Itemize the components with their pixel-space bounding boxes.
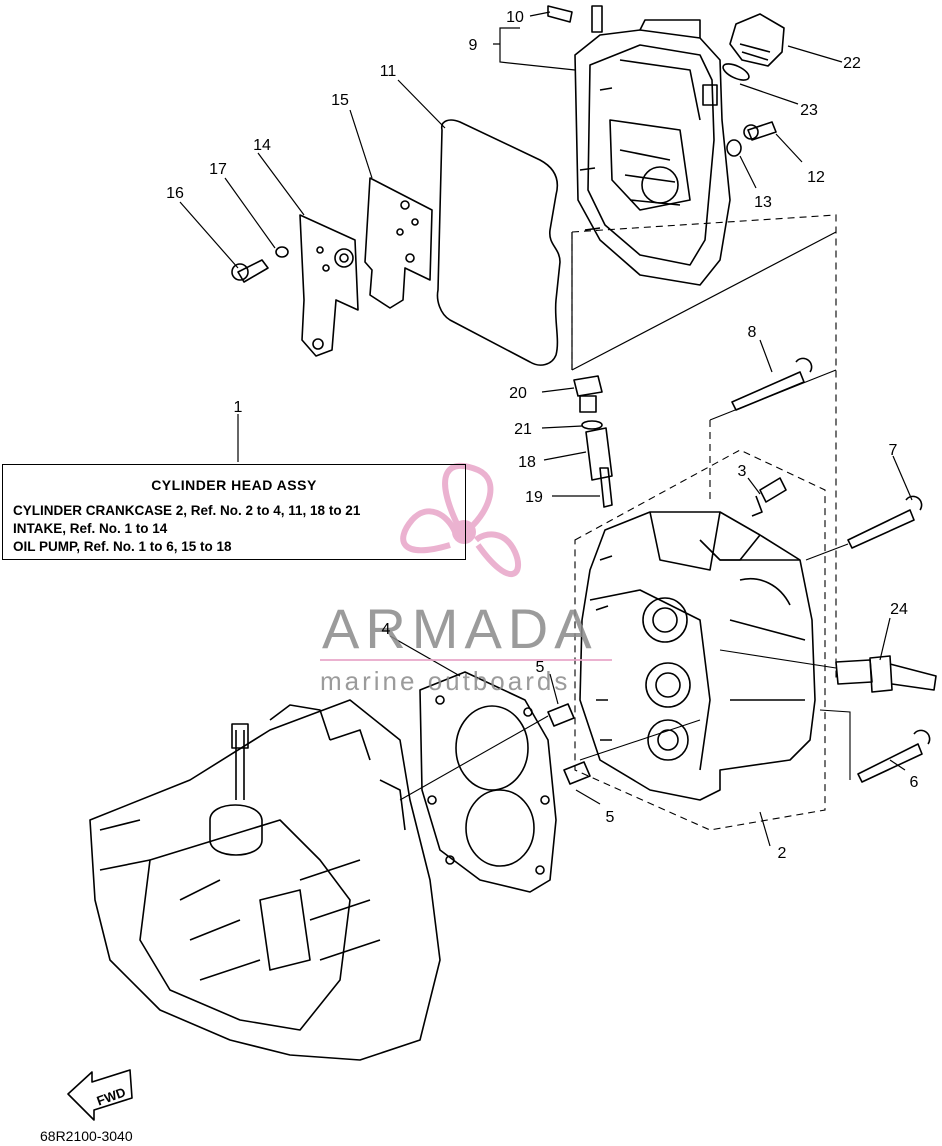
intake-cover-part — [574, 5, 731, 286]
crankcase-block-part — [89, 699, 441, 1061]
dashed-lines — [571, 214, 837, 831]
callout-13: 13 — [754, 194, 772, 211]
o-ring-23-part — [722, 63, 750, 81]
cylinder-head-part — [579, 511, 816, 801]
legend-line-intake: INTAKE, Ref. No. 1 to 14 — [13, 521, 168, 536]
callout-1: 1 — [234, 399, 243, 416]
callout-16: 16 — [166, 185, 184, 202]
watermark-tagline: marine outboards — [320, 666, 570, 696]
callout-3: 3 — [738, 463, 747, 480]
drawing-code: 68R2100-3040 — [40, 1128, 133, 1144]
watermark-brand: ARMADA — [322, 597, 598, 660]
callout-11: 11 — [380, 63, 397, 80]
callout-23: 23 — [800, 102, 818, 119]
bolt-7-part — [847, 495, 923, 549]
callout-15: 15 — [331, 92, 349, 109]
washer-13-part — [726, 139, 742, 157]
fwd-arrow-icon — [67, 1069, 133, 1121]
gasket-loop-part — [436, 119, 561, 366]
callout-5b: 5 — [606, 809, 615, 826]
callout-10: 10 — [506, 9, 524, 26]
dowel-5b-part — [563, 761, 591, 785]
armada-watermark: ARMADA marine outboards — [320, 462, 612, 696]
dowel-5a-part — [547, 703, 575, 727]
spark-plug-part — [835, 655, 937, 693]
bolt-10-part — [547, 5, 573, 23]
legend-title: CYLINDER HEAD ASSY — [151, 477, 317, 493]
callout-21: 21 — [514, 421, 532, 438]
callout-8: 8 — [748, 324, 757, 341]
callout-2: 2 — [778, 845, 787, 862]
oil-cap-part — [729, 13, 785, 67]
callout-22: 22 — [843, 55, 861, 72]
callout-4: 4 — [382, 621, 391, 638]
pin-19-part — [599, 467, 613, 508]
callout-20: 20 — [509, 385, 527, 402]
plug-20-part — [573, 375, 603, 413]
callout-5a: 5 — [536, 659, 545, 676]
plate-part — [364, 177, 433, 309]
callout-19: 19 — [525, 489, 543, 506]
sleeve-18-part — [585, 427, 613, 481]
propeller-logo-icon — [400, 462, 522, 578]
callout-14: 14 — [253, 137, 271, 154]
callout-9: 9 — [469, 37, 478, 54]
bolt-12-part — [743, 121, 777, 141]
dowel-3-part — [751, 477, 787, 517]
leader-lines — [179, 11, 913, 847]
legend-line-oil-pump: OIL PUMP, Ref. No. 1 to 6, 15 to 18 — [13, 539, 232, 554]
bolt-8-part — [731, 357, 813, 411]
screw-part — [231, 259, 269, 283]
solid-projection-lines — [399, 369, 851, 801]
assembly-legend: CYLINDER HEAD ASSY CYLINDER CRANKCASE 2,… — [2, 464, 466, 560]
callout-18: 18 — [518, 454, 536, 471]
callout-17: 17 — [209, 161, 227, 178]
legend-line-crankcase: CYLINDER CRANKCASE 2, Ref. No. 2 to 4, 1… — [13, 503, 361, 518]
o-ring-21-part — [581, 420, 603, 430]
callout-12: 12 — [807, 169, 825, 186]
bracket-plate-part — [299, 214, 359, 357]
washer-part — [275, 246, 289, 258]
callout-numbers: 1 2 3 4 5 5 6 7 8 9 10 11 12 13 14 15 16… — [166, 9, 918, 862]
callout-24: 24 — [890, 601, 908, 618]
head-gasket-part — [419, 671, 557, 893]
callout-7: 7 — [889, 442, 898, 459]
bolt-6-part — [857, 729, 931, 783]
callout-6: 6 — [910, 774, 919, 791]
